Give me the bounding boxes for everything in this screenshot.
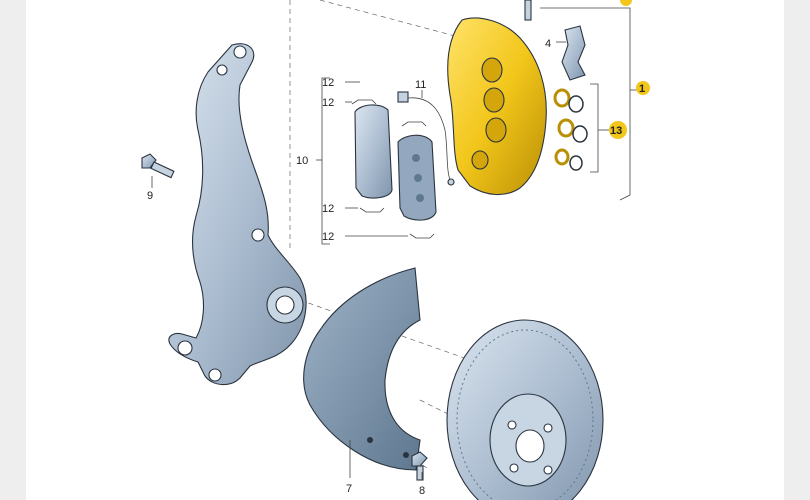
callout-4: 4 (545, 38, 551, 50)
leader-lines (316, 7, 640, 480)
callout-12-a: 12 (322, 77, 334, 89)
callout-12-d: 12 (322, 231, 334, 243)
right-margin (784, 0, 810, 500)
callout-9: 9 (147, 190, 153, 202)
bracket-4 (561, 25, 586, 81)
bolt-8 (411, 451, 428, 481)
callout-1: 1 (639, 83, 645, 95)
brake-caliper-1 (447, 17, 547, 196)
callout-1-marker (636, 81, 650, 95)
callout-labels: 1 13 4 7 8 9 10 11 12 12 12 12 (147, 0, 650, 497)
callout-11: 11 (415, 79, 426, 91)
bleed-valve (524, 0, 532, 21)
wear-sensor-11 (397, 91, 455, 186)
callout-7: 7 (346, 483, 352, 495)
callout-10: 10 (296, 155, 308, 167)
bolt-9 (141, 153, 175, 188)
clips-12 (351, 99, 435, 239)
callout-8: 8 (419, 485, 425, 497)
brake-disc (446, 319, 604, 500)
left-margin (0, 0, 26, 500)
callout-12-c: 12 (322, 203, 334, 215)
callout-12-b: 12 (322, 97, 334, 109)
callout-13: 13 (610, 125, 622, 137)
callout-top-marker (620, 0, 632, 6)
callout-13-marker (609, 121, 627, 139)
splash-shield-7 (303, 267, 421, 471)
seal-kit-13 (553, 88, 588, 171)
steering-knuckle (168, 43, 307, 386)
brake-pads-10 (354, 104, 437, 221)
